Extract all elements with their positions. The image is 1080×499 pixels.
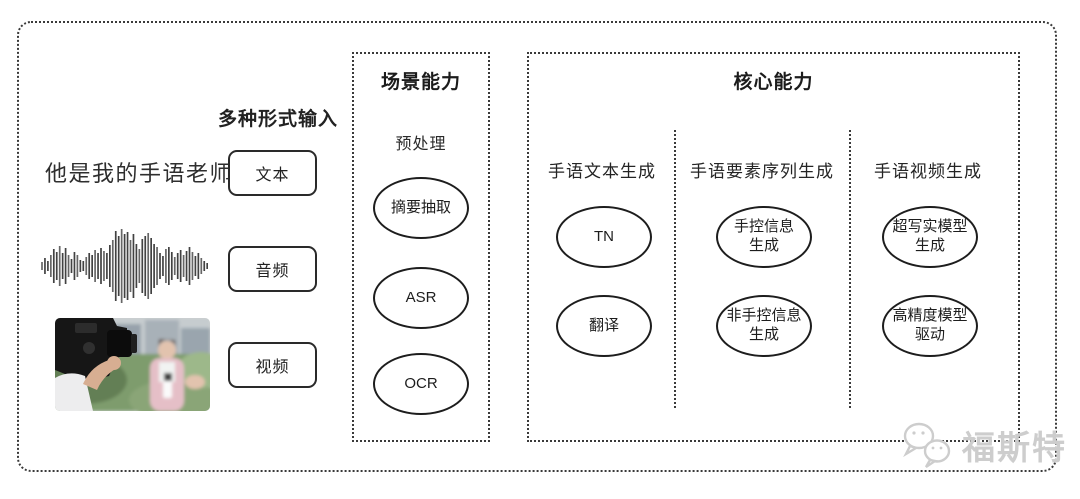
node-non-manual-info-generation: 非手控信息 生成	[716, 295, 812, 357]
video-thumbnail	[55, 318, 210, 411]
scene-capability-box: 场景能力 预处理 摘要抽取 ASR OCR	[352, 52, 490, 442]
input-section-heading: 多种形式输入	[218, 109, 339, 130]
node-manual-info-generation: 手控信息 生成	[716, 206, 812, 268]
node-translation: 翻译	[556, 295, 652, 357]
outer-dotted-border	[17, 21, 1057, 472]
column-divider	[849, 130, 851, 408]
core-capability-box: 核心能力 手语文本生成 手语要素序列生成 手语视频生成 TN 翻译 手控信息 生…	[527, 52, 1020, 442]
node-summary-extraction: 摘要抽取	[373, 177, 469, 239]
node-hyperrealistic-model: 超写实模型 生成	[882, 206, 978, 268]
input-mode-video: 视频	[228, 342, 317, 388]
node-high-precision-model: 高精度模型 驱动	[882, 295, 978, 357]
watermark-text: 福斯特	[962, 429, 1067, 466]
column-label-text-generation: 手语文本生成	[548, 162, 656, 181]
input-mode-audio: 音频	[228, 246, 317, 292]
column-divider	[674, 130, 676, 408]
node-tn: TN	[556, 206, 652, 268]
node-asr: ASR	[373, 267, 469, 329]
node-ocr: OCR	[373, 353, 469, 415]
watermark: 福斯特	[899, 420, 1067, 470]
column-label-video-generation: 手语视频生成	[874, 162, 982, 181]
wechat-logo-icon	[903, 422, 951, 468]
audio-waveform-icon	[40, 227, 209, 305]
input-text-example: 他是我的手语老师	[45, 161, 234, 186]
core-box-title: 核心能力	[733, 72, 814, 93]
preprocess-label: 预处理	[395, 136, 447, 153]
input-mode-text: 文本	[228, 150, 317, 196]
column-label-element-sequence: 手语要素序列生成	[690, 162, 834, 181]
scene-box-title: 场景能力	[380, 72, 461, 93]
